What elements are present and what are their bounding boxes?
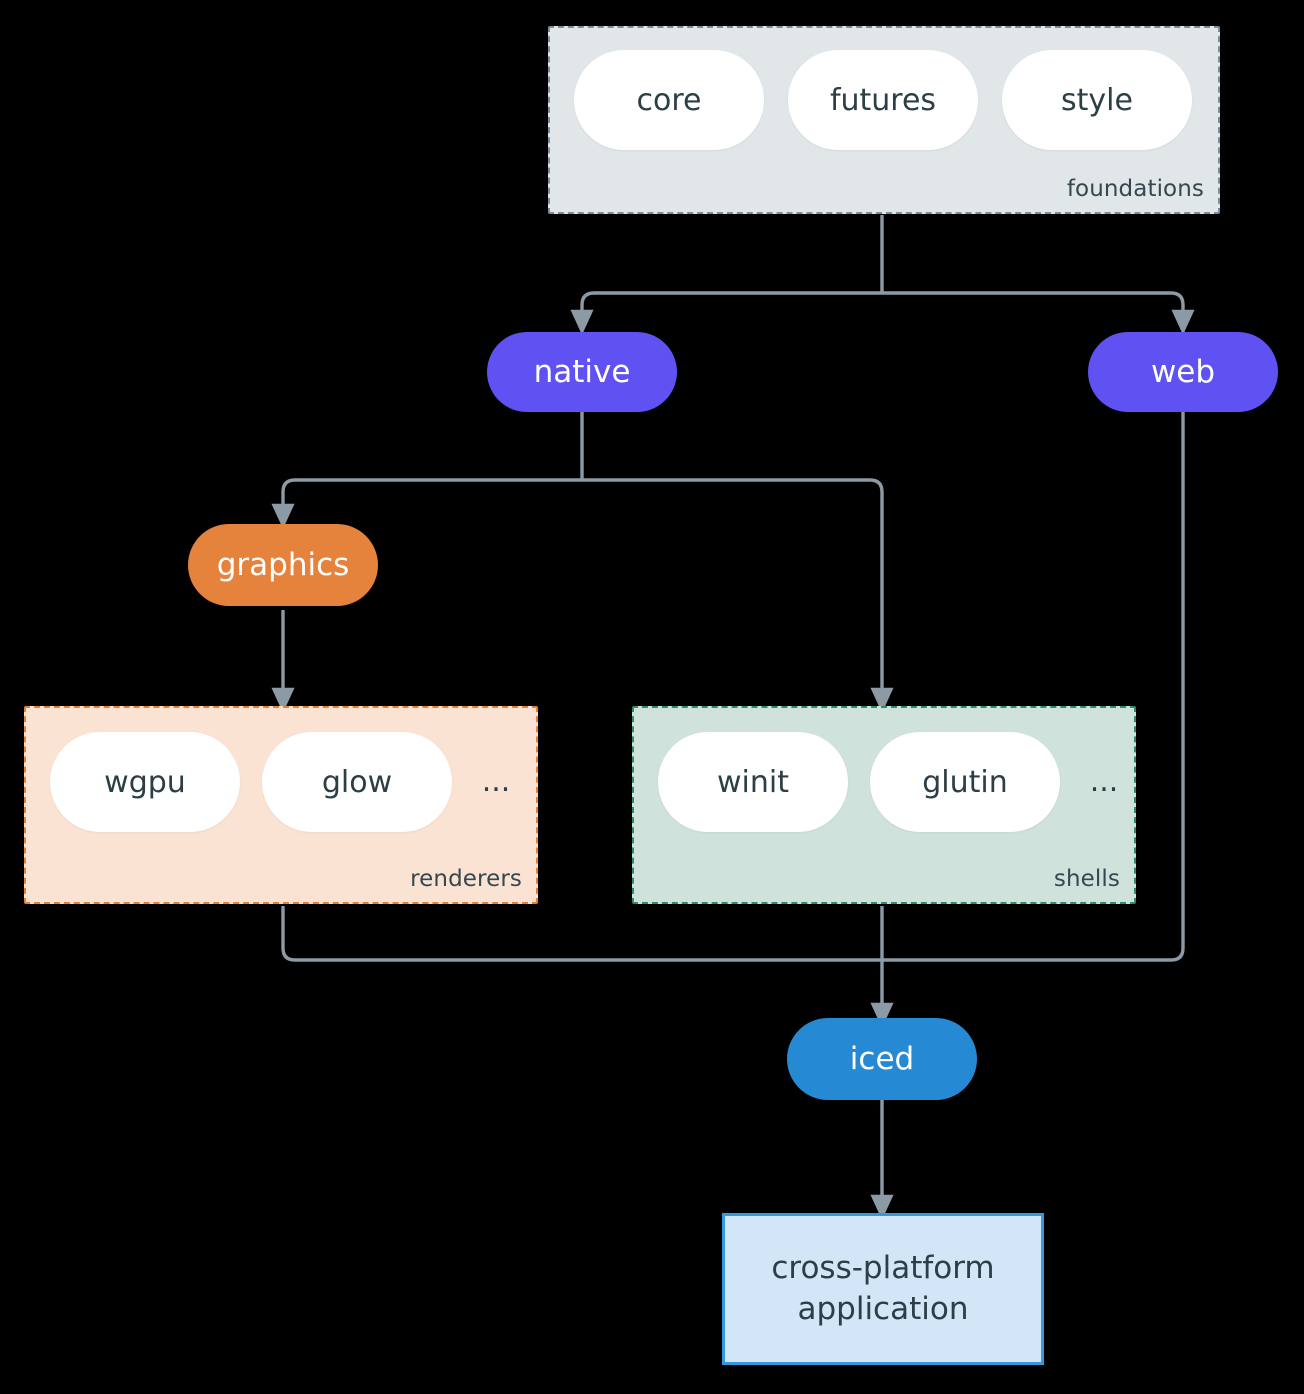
cluster-foundations: core futures style foundations <box>548 26 1220 214</box>
node-shells-ellipsis: ... <box>1089 764 1119 799</box>
application-line-2: application <box>797 1291 969 1327</box>
cluster-foundations-label: foundations <box>1066 176 1204 202</box>
node-core[interactable]: core <box>574 50 764 150</box>
cluster-shells-nodes: winit glutin ... <box>634 732 1134 832</box>
node-style[interactable]: style <box>1002 50 1192 150</box>
edge-native-to-shells <box>582 478 894 713</box>
node-iced-label: iced <box>849 1041 915 1077</box>
node-native-label: native <box>533 354 631 390</box>
node-winit[interactable]: winit <box>658 732 848 832</box>
node-futures[interactable]: futures <box>788 50 978 150</box>
edge-foundations-to-web <box>882 291 1195 335</box>
node-graphics[interactable]: graphics <box>188 524 378 606</box>
application-text: cross-platform application <box>771 1248 994 1330</box>
node-cross-platform-application[interactable]: cross-platform application <box>722 1213 1044 1365</box>
node-wgpu[interactable]: wgpu <box>50 732 240 832</box>
node-glutin[interactable]: glutin <box>870 732 1060 832</box>
node-web[interactable]: web <box>1088 332 1278 412</box>
node-native[interactable]: native <box>487 332 677 412</box>
cluster-renderers-label: renderers <box>410 866 522 892</box>
node-futures-label: futures <box>829 82 937 118</box>
node-graphics-label: graphics <box>216 547 350 583</box>
cluster-shells: winit glutin ... shells <box>632 706 1136 904</box>
cluster-renderers: wgpu glow ... renderers <box>24 706 538 904</box>
node-iced[interactable]: iced <box>787 1018 977 1100</box>
edge-native-to-graphics <box>271 478 582 529</box>
edge-renderers-to-iced <box>281 906 882 962</box>
cluster-renderers-nodes: wgpu glow ... <box>26 732 536 832</box>
node-glutin-label: glutin <box>922 764 1008 800</box>
application-line-1: cross-platform <box>771 1250 995 1287</box>
edge-foundations-to-native <box>570 291 882 335</box>
node-winit-label: winit <box>717 764 789 800</box>
node-style-label: style <box>1061 82 1133 118</box>
node-glow[interactable]: glow <box>262 732 452 832</box>
node-core-label: core <box>636 82 702 118</box>
node-wgpu-label: wgpu <box>104 764 186 800</box>
cluster-foundations-nodes: core futures style <box>550 50 1218 150</box>
cluster-shells-label: shells <box>1053 866 1120 892</box>
node-glow-label: glow <box>321 764 393 800</box>
node-renderers-ellipsis: ... <box>481 764 511 799</box>
node-web-label: web <box>1150 354 1216 390</box>
